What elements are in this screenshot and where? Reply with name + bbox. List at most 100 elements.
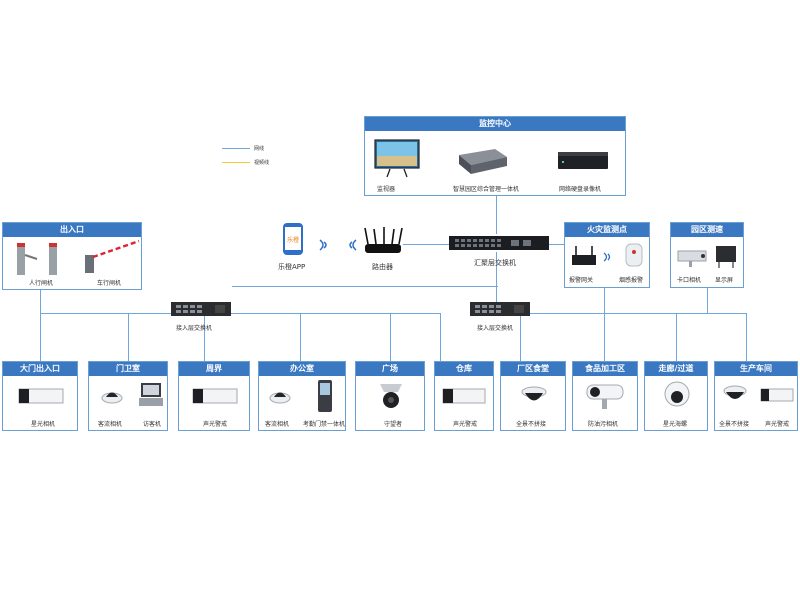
checkpoint-camera-icon [677,250,707,267]
zone-title: 走廊/过道 [645,362,707,376]
access-switch-label: 接入层交换机 [477,325,514,332]
aggregation-switch-label: 汇聚层交换机 [474,259,516,267]
router-label: 路由器 [372,263,393,271]
monitor-center-title: 监控中心 [365,117,625,131]
legend-video-line [222,162,250,163]
right-bus-line [478,313,746,314]
zone-title: 办公室 [259,362,345,376]
bullet-camera-icon [192,388,238,404]
zone-warehouse: 仓库 声光警戒 [434,361,494,431]
device-label: 考勤门禁一体机 [303,421,346,428]
management-server-icon [459,149,507,174]
wifi-signal-icon [603,252,611,262]
router-icon [364,227,403,253]
agg-fire-line [548,244,564,245]
access-switch-label: 接入层交换机 [176,325,213,332]
zone-title: 厂区食堂 [501,362,565,376]
wifi-signal-icon [319,239,327,251]
monitor-label: 监视器 [377,186,396,193]
smoke-detector-icon [625,243,643,267]
zone-title: 周界 [179,362,249,376]
legend-network-label: 网线 [254,146,265,152]
agg-down-line [496,252,497,302]
aggregation-switch-icon [449,236,549,250]
router-agg-line [403,244,449,245]
display-screen-icon [716,246,736,268]
bullet-camera-icon [442,388,486,404]
turnstile-label: 人行闸机 [29,280,54,287]
fire-panel: 火灾监测点 报警网关 烟感报警 [564,222,650,288]
device-label: 客流相机 [265,421,290,428]
entrance-title: 出入口 [3,223,141,237]
park-panel: 园区测速 卡口相机 显示屏 [670,222,744,288]
zone-guard-room: 门卫室 客流相机 访客机 [88,361,168,431]
zone-title: 生产车间 [715,362,797,376]
nvr-icon [558,152,608,169]
drop-1 [40,313,41,361]
alarm-gateway-icon [572,246,596,265]
zone-corridor: 走廊/过道 星光海螺 [644,361,708,431]
zone-title: 广场 [356,362,424,376]
app-label: 乐橙APP [278,263,306,271]
zone-square: 广场 守望者 [355,361,425,431]
fire-down-line [604,288,605,314]
barrier-gate-icon [85,239,140,273]
svg-text:乐橙: 乐橙 [287,236,299,244]
entrance-panel: 出入口 人行闸机 车行闸机 [2,222,142,290]
drop-6 [440,313,441,361]
bullet-camera-icon [18,388,64,404]
visitor-terminal-icon [139,383,163,406]
oil-proof-camera-icon [586,384,624,409]
access-switch-icon [171,302,231,316]
management-server-label: 智慧园区综合管理一体机 [453,186,520,193]
drop-4 [300,313,301,361]
device-label: 声光警戒 [453,421,478,428]
dome-camera-icon [269,392,291,404]
monitor-icon [374,139,420,178]
device-label: 全景不拼接 [719,421,750,428]
checkpoint-camera-label: 卡口相机 [677,277,702,284]
zone-perimeter: 周界 声光警戒 [178,361,250,431]
park-down-line [707,288,708,314]
access-control-terminal-icon [318,380,332,412]
zone-title: 门卫室 [89,362,167,376]
monitor-center-down-line [496,194,497,234]
zone-office: 办公室 客流相机 考勤门禁一体机 [258,361,346,431]
zone-food-processing: 食品加工区 防油污相机 [572,361,638,431]
park-title: 园区测速 [671,223,743,237]
nvr-label: 网络硬盘录像机 [559,186,602,193]
device-label: 星光相机 [31,421,56,428]
panoramic-camera-icon [723,385,747,399]
zone-title: 大门出入口 [3,362,77,376]
panoramic-camera-icon [521,386,547,401]
drop-2 [128,313,129,361]
display-screen-label: 显示屏 [715,277,734,284]
zone-title: 食品加工区 [573,362,637,376]
device-label: 访客机 [143,421,162,428]
fire-title: 火灾监测点 [565,223,649,237]
device-label: 防油污相机 [588,421,619,428]
device-label: 声光警戒 [203,421,228,428]
left-bus-line [40,313,440,314]
legend-video-label: 视频线 [254,160,270,166]
wifi-signal-icon [349,239,357,251]
barrier-gate-label: 车行闸机 [97,280,122,287]
drop-9 [676,313,677,361]
zone-canteen: 厂区食堂 全景不拼接 [500,361,566,431]
zone-workshop: 生产车间 全景不拼接 声光警戒 [714,361,798,431]
zone-title: 仓库 [435,362,493,376]
drop-5 [390,313,391,361]
legend-network-line [222,148,250,149]
turnstile-icon [17,243,57,275]
drop-10 [746,313,747,361]
drop-7 [520,313,521,361]
zone-gate: 大门出入口 星光相机 [2,361,78,431]
entrance-down-line [40,290,41,314]
device-label: 声光警戒 [765,421,790,428]
access-link-line [232,286,498,287]
dome-camera-icon [101,392,123,404]
monitor-center-panel: 监控中心 监视器 智慧园区综合管理一体机 网络硬盘录像机 [364,116,626,196]
turret-camera-icon [664,381,690,407]
watcher-camera-icon [380,384,402,408]
drop-3 [204,313,205,361]
